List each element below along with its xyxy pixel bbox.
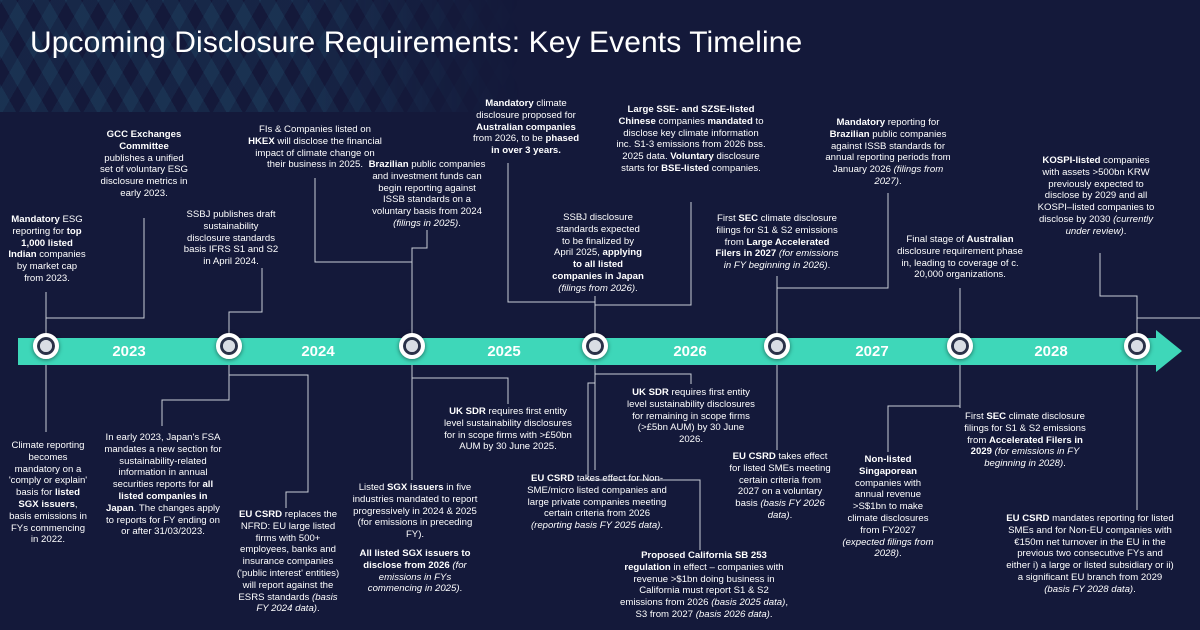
event-hkex: FIs & Companies listed on HKEX will disc… <box>248 124 382 171</box>
event-sec-large-filers: First SEC climate disclosure filings for… <box>715 213 839 272</box>
event-ssbj-draft: SSBJ publishes draft sustainability disc… <box>183 209 279 268</box>
event-uk-sdr-first: UK SDR requires first entity level susta… <box>444 406 572 453</box>
connector-kospi <box>1099 253 1138 338</box>
year-label-2023: 2023 <box>112 343 146 360</box>
event-sgx-comply: Climate reporting becomes mandatory on a… <box>8 440 88 546</box>
connector-ssbj-draft <box>228 268 263 338</box>
event-china: Large SSE- and SZSE-listed Chinese compa… <box>616 104 766 174</box>
event-sgx-five-industries: Listed SGX issuers in five industries ma… <box>352 482 478 541</box>
timeline-node-6 <box>947 333 973 359</box>
connector-eu-nfrd <box>228 365 309 508</box>
page-title: Upcoming Disclosure Requirements: Key Ev… <box>30 26 803 59</box>
header-background-pattern <box>0 0 520 112</box>
connector-right-edge <box>1136 317 1200 338</box>
event-eu-csrd-noneu: EU CSRD mandates reporting for listed SM… <box>1006 513 1174 595</box>
event-kospi: KOSPI-listed companies with assets >500b… <box>1037 155 1155 237</box>
event-india-esg: Mandatory ESG reporting for top 1,000 li… <box>8 214 86 284</box>
event-australia-proposed: Mandatory climate disclosure proposed fo… <box>472 98 580 157</box>
year-label-2027: 2027 <box>855 343 889 360</box>
connector-singapore <box>887 365 961 452</box>
year-label-2028: 2028 <box>1034 343 1068 360</box>
connector-uk-sdr-1 <box>411 365 509 404</box>
event-ssbj-final: SSBJ disclosure standards expected to be… <box>552 212 644 294</box>
connector-uk-sdr-2 <box>594 365 692 384</box>
connector-japan-fsa <box>161 365 230 426</box>
connector-gcc <box>45 218 145 338</box>
timeline-node-2 <box>216 333 242 359</box>
timeline-node-1 <box>33 333 59 359</box>
timeline-node-7 <box>1124 333 1150 359</box>
event-australia-final: Final stage of Australian disclosure req… <box>897 234 1023 281</box>
event-sec-accelerated-filers: First SEC climate disclosure filings for… <box>964 411 1086 470</box>
year-label-2025: 2025 <box>487 343 521 360</box>
connector-china <box>594 202 692 338</box>
event-sgx-all: All listed SGX issuers to disclose from … <box>359 548 471 595</box>
timeline-node-3 <box>399 333 425 359</box>
event-california-sb253: Proposed California SB 253 regulation in… <box>620 550 788 620</box>
event-gcc-metrics: GCC Exchanges Committee publishes a unif… <box>100 129 188 199</box>
event-uk-sdr-remaining: UK SDR requires first entity level susta… <box>627 387 755 446</box>
event-eu-csrd-nonsme: EU CSRD takes effect for Non-SME/micro l… <box>527 473 667 532</box>
connector-brazil-mandatory <box>776 193 889 338</box>
timeline-arrowhead <box>1156 330 1182 372</box>
event-brazil-voluntary: Brazilian public companies and investmen… <box>368 159 486 229</box>
connector-brazil-voluntary <box>411 230 428 338</box>
year-label-2024: 2024 <box>301 343 335 360</box>
connector-california <box>587 365 701 550</box>
timeline-node-4 <box>582 333 608 359</box>
event-japan-fsa: In early 2023, Japan's FSA mandates a ne… <box>104 432 222 538</box>
year-label-2026: 2026 <box>673 343 707 360</box>
event-eu-csrd-sme: EU CSRD takes effect for listed SMEs mee… <box>729 451 831 521</box>
event-singapore-nonlisted: Non-listed Singaporean companies with an… <box>842 454 934 560</box>
timeline-node-5 <box>764 333 790 359</box>
event-eu-csrd-nfrd: EU CSRD replaces the NFRD: EU large list… <box>236 509 340 615</box>
event-brazil-mandatory: Mandatory reporting for Brazilian public… <box>825 117 951 187</box>
